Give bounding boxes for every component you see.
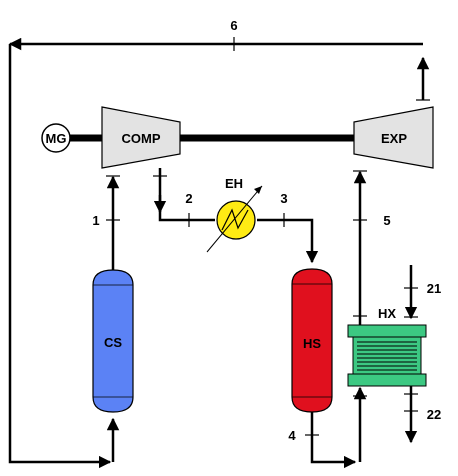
expander	[353, 106, 434, 169]
flange-ticks	[233, 37, 430, 101]
stream-1-label: 1	[92, 213, 99, 228]
stream-6-label: 6	[230, 18, 237, 33]
stream-2-label: 2	[185, 191, 192, 206]
stream-21-label: 21	[427, 281, 441, 296]
heat-exchanger-label: HX	[378, 306, 396, 321]
compressor-label: COMP	[122, 131, 161, 146]
cold-storage-label: CS	[104, 335, 122, 350]
hot-storage-label: HS	[303, 336, 321, 351]
electric-heater	[206, 185, 263, 253]
expander-label: EXP	[381, 131, 407, 146]
compressor	[101, 106, 181, 169]
motor-generator-label: MG	[46, 131, 67, 146]
heat-exchanger	[347, 324, 427, 387]
cold-storage-tank	[92, 269, 134, 413]
stream-5-label: 5	[383, 213, 390, 228]
stream-2	[158, 168, 215, 222]
motor-generator	[41, 123, 71, 153]
electric-heater-label: EH	[225, 176, 243, 191]
stream-3-label: 3	[280, 191, 287, 206]
stream-4-label: 4	[288, 428, 296, 443]
hot-storage-tank	[291, 268, 333, 413]
stream-4	[310, 412, 357, 469]
stream-3	[257, 218, 319, 264]
stream-22-label: 22	[427, 407, 441, 422]
stream-6	[8, 37, 430, 469]
